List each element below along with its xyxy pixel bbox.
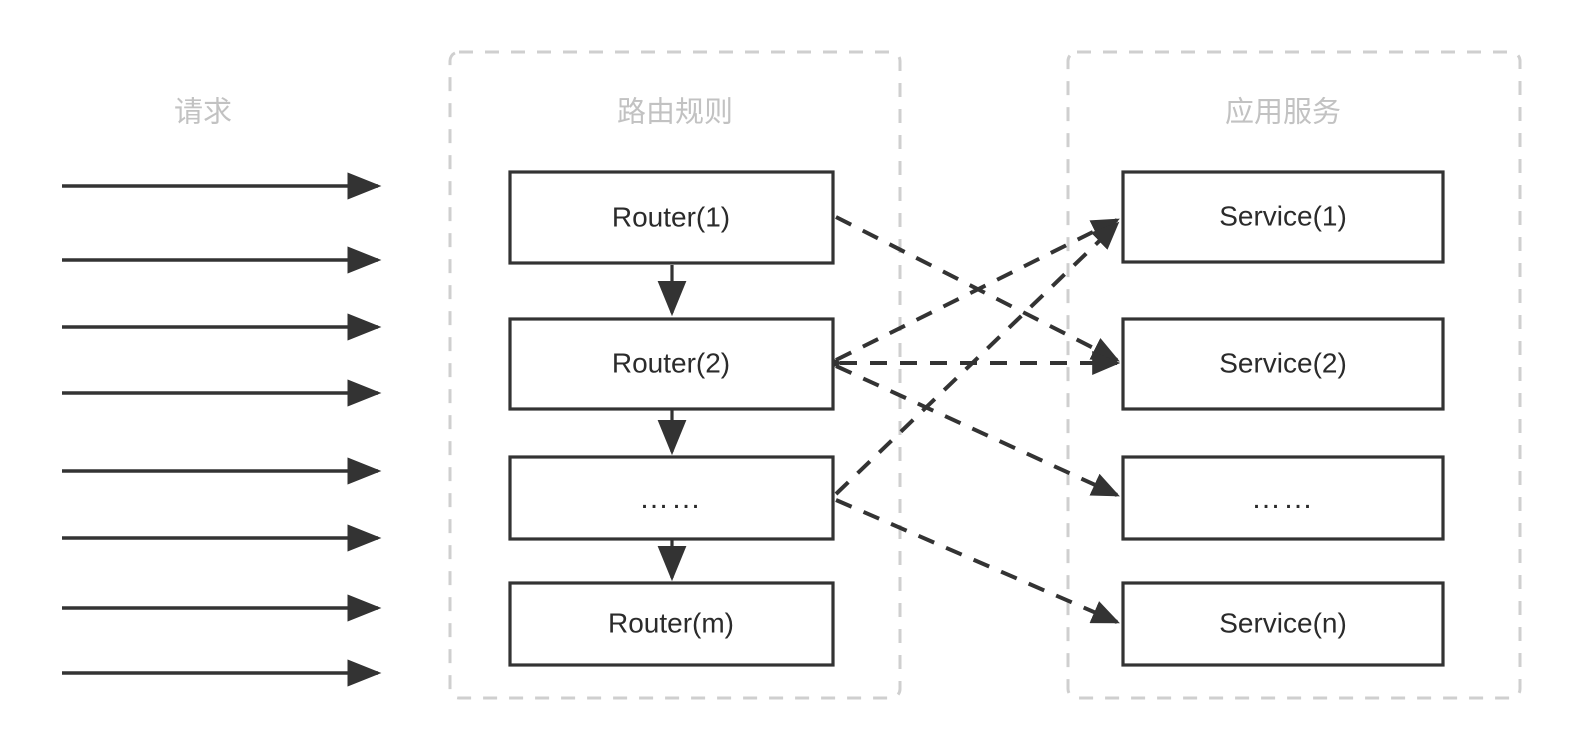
node-service-n-label: Service(n) <box>1219 607 1347 638</box>
service-group-title: 应用服务 <box>1225 96 1341 129</box>
node-service-1[interactable]: Service(1) <box>1121 170 1445 264</box>
node-service-2-box[interactable] <box>1121 317 1445 411</box>
router-group: 路由规则 <box>448 50 902 700</box>
service-group: 应用服务 <box>1066 50 1522 700</box>
node-service-1-box[interactable] <box>1121 170 1445 264</box>
service-group-frame <box>1066 50 1522 700</box>
router-nodes: Router(1) Router(2) …… Router(m) <box>508 170 835 667</box>
request-column-title: 请求 <box>174 96 232 129</box>
node-router-2-label: Router(2) <box>612 347 730 378</box>
router-group-title: 路由规则 <box>617 96 733 129</box>
service-nodes: Service(1) Service(2) …… Service(n) <box>1121 170 1445 667</box>
node-router-ellipsis[interactable]: …… <box>508 455 835 541</box>
node-router-1-box[interactable] <box>508 170 835 265</box>
node-router-2[interactable]: Router(2) <box>508 317 835 411</box>
router-group-frame <box>448 50 902 700</box>
request-column: 请求 <box>62 96 382 687</box>
node-router-m-label: Router(m) <box>608 607 734 638</box>
routing-link-router2-service-ellipsis <box>835 364 1120 497</box>
node-router-ellipsis-label: …… <box>639 482 703 515</box>
node-service-n-box[interactable] <box>1121 581 1445 667</box>
node-router-m[interactable]: Router(m) <box>508 581 835 667</box>
node-router-1-label: Router(1) <box>612 201 730 232</box>
routing-link-group <box>815 215 1121 624</box>
node-service-2[interactable]: Service(2) <box>1121 317 1445 411</box>
node-router-m-box[interactable] <box>508 581 835 667</box>
routing-link-ellipsis-servicen <box>835 498 1120 624</box>
routing-link-router2-service1 <box>835 218 1120 362</box>
node-service-ellipsis[interactable]: …… <box>1121 455 1445 541</box>
node-router-1[interactable]: Router(1) <box>508 170 835 265</box>
node-service-2-label: Service(2) <box>1219 347 1347 378</box>
routing-link-ellipsis-service1 <box>834 221 1120 496</box>
node-service-1-label: Service(1) <box>1219 200 1347 231</box>
node-router-ellipsis-box[interactable] <box>508 455 835 541</box>
request-arrow-group <box>62 172 382 687</box>
node-router-2-box[interactable] <box>508 317 835 411</box>
node-service-n[interactable]: Service(n) <box>1121 581 1445 667</box>
node-service-ellipsis-box[interactable] <box>1121 455 1445 541</box>
node-service-ellipsis-label: …… <box>1251 482 1315 515</box>
